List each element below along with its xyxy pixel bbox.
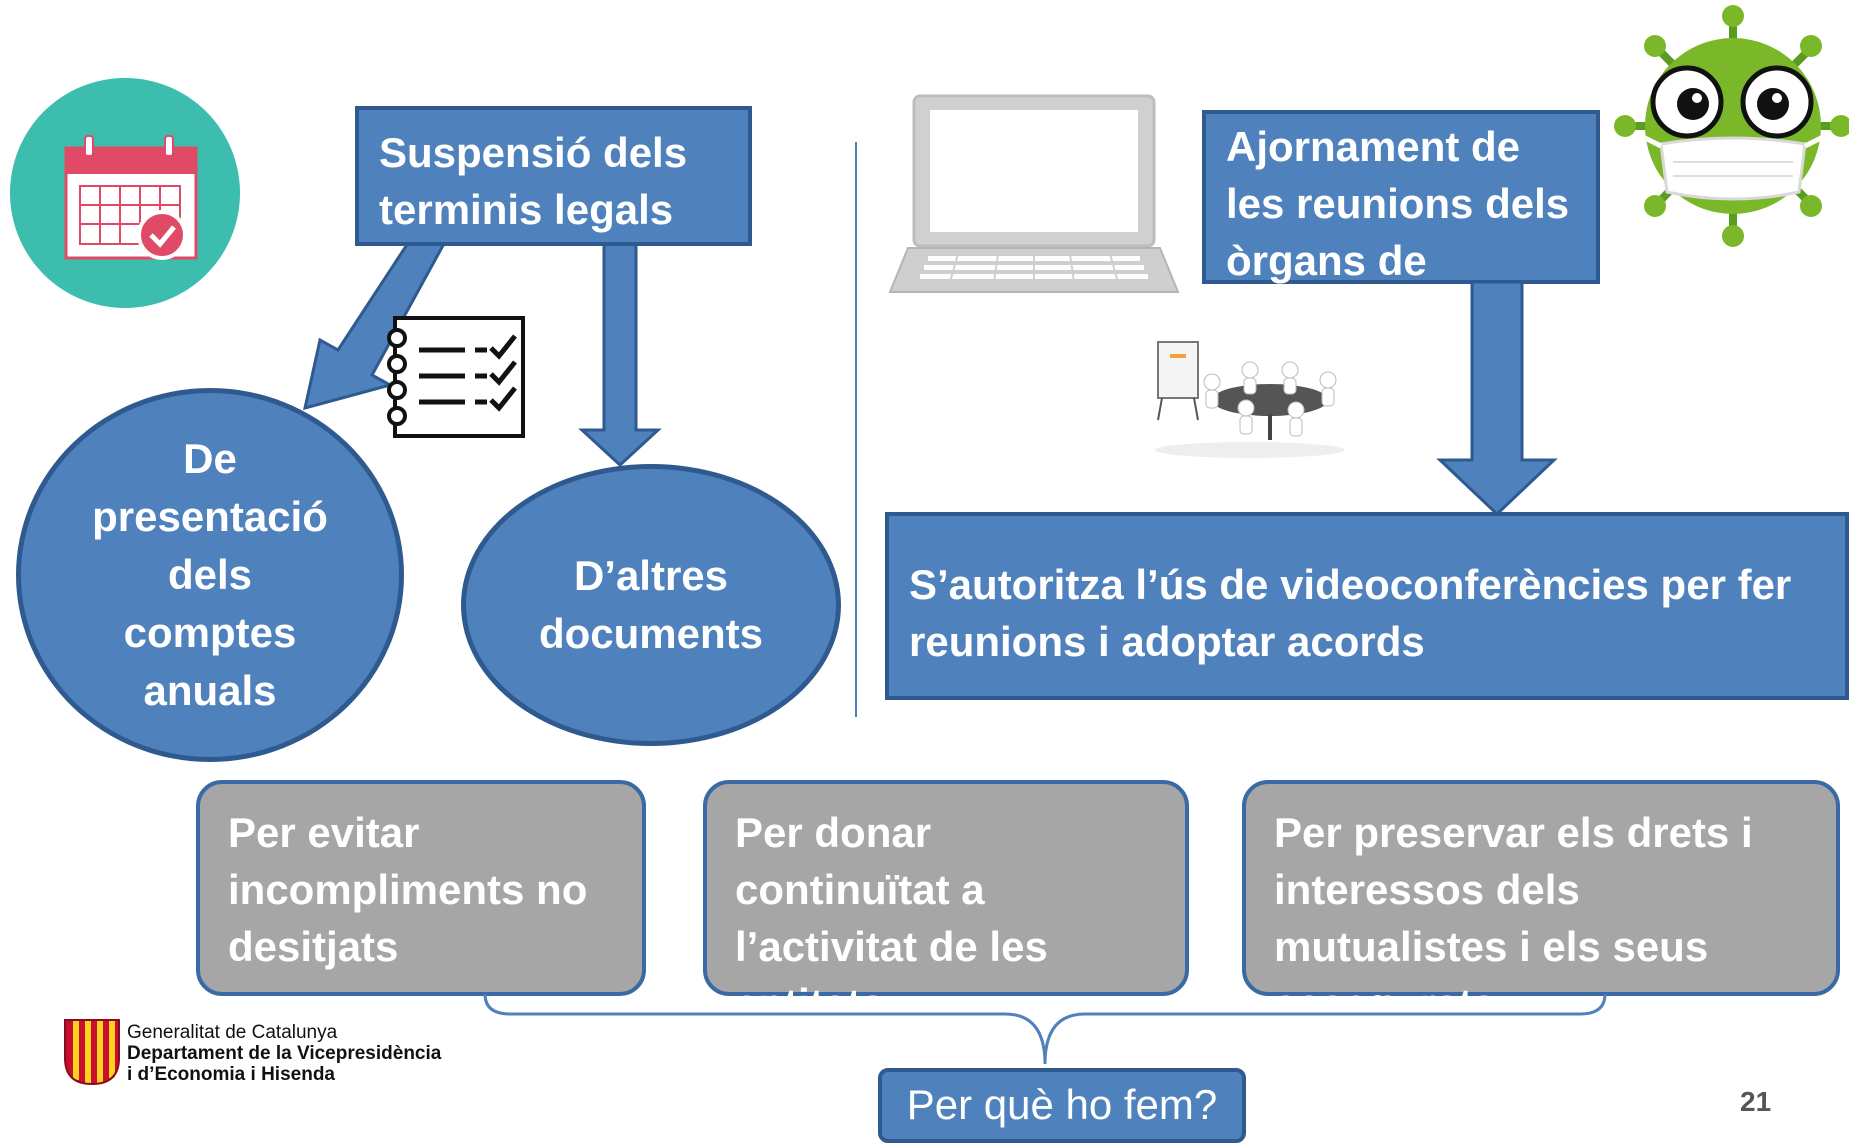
calendar-icon — [10, 78, 240, 308]
suspension-box: Suspensió dels terminis legals — [355, 106, 752, 246]
virus-mask-icon — [1614, 5, 1849, 247]
arrow-to-videoconf — [1436, 280, 1558, 517]
org-line-1: Generalitat de Catalunya — [127, 1022, 338, 1043]
suspension-title: Suspensió dels terminis legals — [379, 129, 688, 233]
arrow-to-comptes — [303, 238, 449, 411]
org-line-2: Departament de la Vicepresidència — [127, 1043, 442, 1064]
oval-comptes-anuals: De presentació dels comptes anuals — [16, 388, 404, 762]
arrow-to-documents — [578, 238, 662, 468]
oval-comptes-label: De presentació dels comptes anuals — [92, 435, 328, 714]
reason-box-3: Per preservar els drets i interessos del… — [1242, 780, 1840, 1027]
generalitat-logo — [64, 1019, 120, 1086]
checklist-icon — [387, 316, 525, 438]
reason-box-1: Per evitar incompliments no desitjats — [196, 780, 646, 996]
page-number: 21 — [1740, 1086, 1772, 1117]
vertical-divider — [855, 142, 857, 717]
why-label: Per què ho fem? — [906, 1081, 1218, 1128]
videoconference-text: S’autoritza l’ús de videoconferències pe… — [909, 561, 1792, 665]
oval-altres-documents: D’altres documents — [461, 464, 841, 746]
videoconference-box: S’autoritza l’ús de videoconferències pe… — [885, 512, 1849, 700]
reason-text-1: Per evitar incompliments no desitjats — [228, 809, 588, 970]
reason-text-3: Per preservar els drets i interessos del… — [1274, 809, 1753, 1027]
oval-documents-label: D’altres documents — [538, 552, 764, 657]
org-name: Generalitat de Catalunya Departament de … — [127, 1022, 441, 1085]
why-box: Per què ho fem? — [878, 1068, 1246, 1143]
brace-connector — [483, 993, 1607, 1065]
reason-text-2: Per donar continuïtat a l’activitat de l… — [735, 809, 1048, 1027]
meeting-icon — [1155, 341, 1345, 458]
org-line-3: i d’Economia i Hisenda — [127, 1064, 335, 1085]
ajornament-title: Ajornament de les reunions dels òrgans d… — [1226, 123, 1570, 341]
reason-box-2: Per donar continuïtat a l’activitat de l… — [703, 780, 1189, 1027]
ajornament-box: Ajornament de les reunions dels òrgans d… — [1202, 110, 1600, 341]
laptop-icon — [888, 94, 1180, 293]
